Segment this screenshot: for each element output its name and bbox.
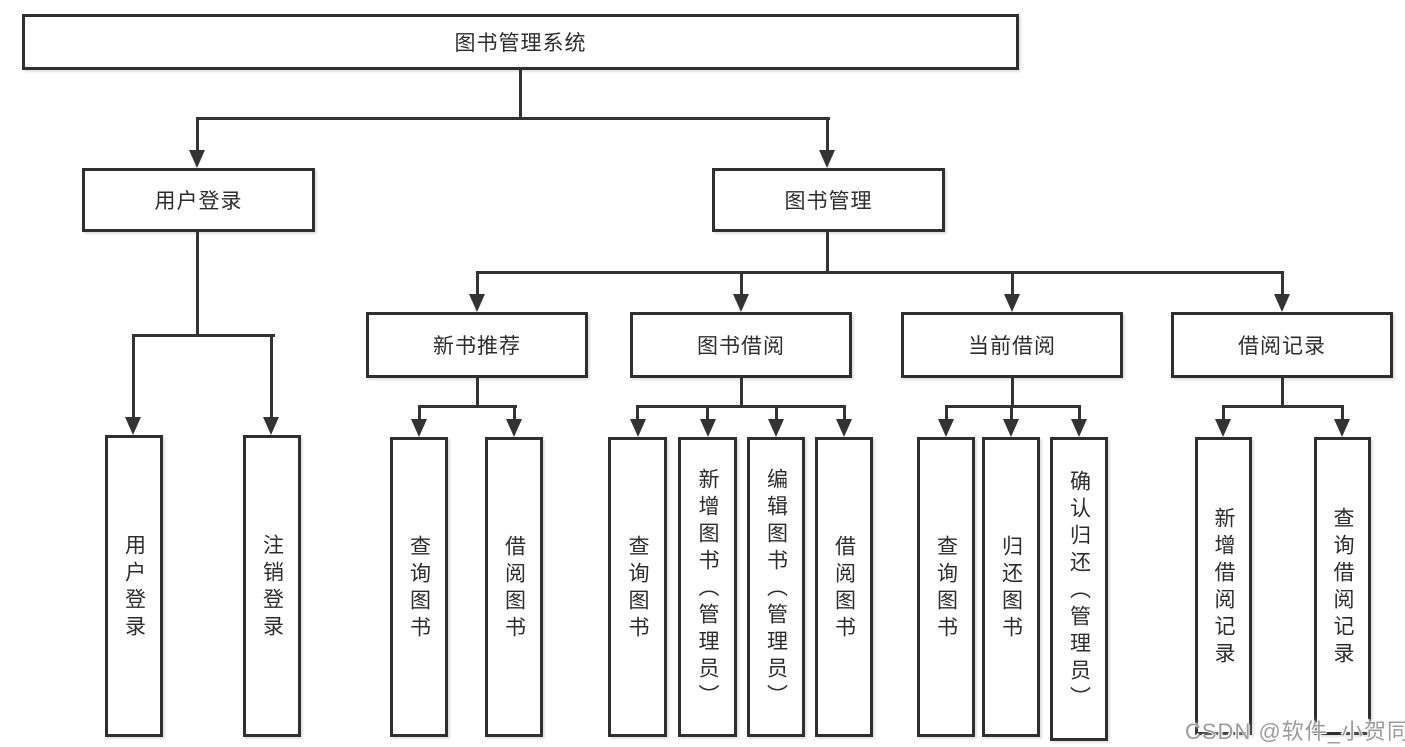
edge-drop bbox=[1222, 405, 1225, 421]
edge-drop-book-borrow bbox=[740, 271, 743, 296]
edge-records-stem bbox=[1281, 378, 1284, 408]
leaf-return-books: 归还图书 bbox=[982, 437, 1040, 737]
leaf-user-login: 用户登录 bbox=[105, 435, 163, 737]
arrow-down-icon bbox=[1071, 419, 1087, 437]
arrow-down-icon bbox=[938, 419, 954, 437]
arrow-down-icon bbox=[189, 150, 205, 168]
edge-drop bbox=[1010, 405, 1013, 421]
edge-root-stem bbox=[519, 70, 522, 120]
arrow-down-icon bbox=[1334, 419, 1350, 437]
edge-drop-leaf-logout bbox=[270, 334, 273, 420]
arrow-down-icon bbox=[411, 419, 427, 437]
leaf-add-book-admin: 新增图书（管理员） bbox=[678, 437, 737, 737]
leaf-recommend-borrow-books: 借阅图书 bbox=[485, 437, 543, 737]
leaf-query-borrow-record: 查询借阅记录 bbox=[1314, 437, 1371, 735]
node-library-system: 图书管理系统 bbox=[22, 14, 1019, 70]
edge-recommend-rail bbox=[418, 405, 517, 408]
node-book-borrow: 图书借阅 bbox=[630, 312, 852, 378]
leaf-logout: 注销登录 bbox=[243, 435, 301, 737]
edge-drop-borrow-records bbox=[1281, 271, 1284, 296]
edge-bookborrow-stem bbox=[740, 378, 743, 408]
edge-drop bbox=[1341, 405, 1344, 421]
leaf-current-query-books: 查询图书 bbox=[917, 437, 975, 737]
edge-drop bbox=[636, 405, 639, 421]
edge-currentborrow-rail bbox=[945, 405, 1081, 408]
arrow-down-icon bbox=[700, 419, 716, 437]
arrow-down-icon bbox=[263, 417, 279, 435]
edge-drop bbox=[775, 405, 778, 421]
arrow-down-icon bbox=[630, 419, 646, 437]
edge-bookmgmt-rail bbox=[476, 271, 1284, 274]
arrow-down-icon bbox=[1274, 294, 1290, 312]
edge-drop bbox=[706, 405, 709, 421]
edge-records-rail bbox=[1222, 405, 1344, 408]
arrow-down-icon bbox=[1004, 294, 1020, 312]
edge-bookmgmt-stem bbox=[826, 232, 829, 274]
arrow-down-icon bbox=[819, 150, 835, 168]
edge-drop bbox=[1078, 405, 1081, 421]
arrow-down-icon bbox=[469, 294, 485, 312]
edge-drop-leaf-user-login bbox=[132, 334, 135, 420]
edge-drop-book-management bbox=[826, 117, 829, 153]
arrow-down-icon bbox=[1215, 419, 1231, 437]
edge-userlogin-stem bbox=[196, 232, 199, 337]
leaf-confirm-return-admin: 确认归还（管理员） bbox=[1050, 437, 1108, 741]
edge-bookborrow-rail bbox=[636, 405, 846, 408]
arrow-down-icon bbox=[836, 419, 852, 437]
node-new-book-recommend: 新书推荐 bbox=[366, 312, 588, 378]
arrow-down-icon bbox=[733, 294, 749, 312]
arrow-down-icon bbox=[125, 417, 141, 435]
edge-drop bbox=[843, 405, 846, 421]
arrow-down-icon bbox=[506, 419, 522, 437]
node-book-management: 图书管理 bbox=[712, 168, 945, 232]
node-current-borrow: 当前借阅 bbox=[901, 312, 1123, 378]
edge-drop bbox=[945, 405, 948, 421]
node-user-login-group: 用户登录 bbox=[82, 168, 315, 232]
leaf-borrow-books: 借阅图书 bbox=[815, 437, 873, 737]
edge-drop-current-borrow bbox=[1011, 271, 1014, 296]
leaf-edit-book-admin: 编辑图书（管理员） bbox=[747, 437, 805, 737]
edge-root-rail bbox=[196, 117, 830, 120]
edge-currentborrow-stem bbox=[1011, 378, 1014, 408]
edge-drop bbox=[513, 405, 516, 421]
edge-drop-user-login bbox=[196, 117, 199, 153]
watermark: CSDN @软件_小贺同学 bbox=[1185, 719, 1405, 744]
node-borrow-records: 借阅记录 bbox=[1171, 312, 1393, 378]
leaf-add-borrow-record: 新增借阅记录 bbox=[1195, 437, 1252, 735]
edge-recommend-stem bbox=[476, 378, 479, 408]
edge-userlogin-rail bbox=[132, 334, 275, 337]
arrow-down-icon bbox=[1003, 419, 1019, 437]
arrow-down-icon bbox=[768, 419, 784, 437]
edge-drop bbox=[418, 405, 421, 421]
leaf-recommend-query-books: 查询图书 bbox=[390, 437, 448, 737]
leaf-borrow-query-books: 查询图书 bbox=[608, 437, 667, 737]
edge-drop-new-book-recommend bbox=[476, 271, 479, 296]
